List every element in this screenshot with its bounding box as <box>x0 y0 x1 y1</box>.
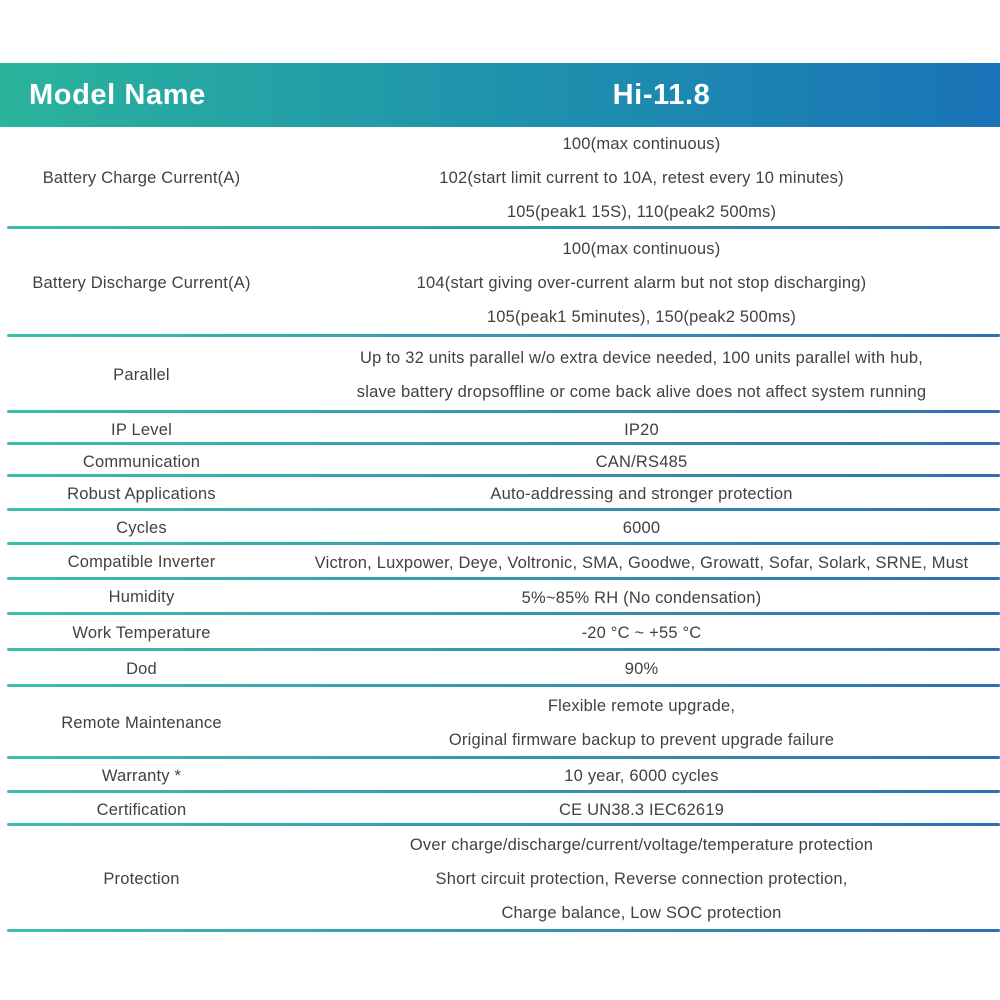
row-value: Over charge/discharge/current/voltage/te… <box>283 828 1000 930</box>
model-name-heading: Model Name <box>29 78 206 111</box>
row-value-line: Victron, Luxpower, Deye, Voltronic, SMA,… <box>314 553 969 572</box>
row-label: Battery Charge Current(A) <box>42 168 241 187</box>
row-value: Flexible remote upgrade, Original firmwa… <box>283 689 1000 757</box>
row-label: Protection <box>103 869 180 888</box>
row-value-line: 90% <box>624 660 659 678</box>
row-value-line: 100(max continuous) <box>562 135 721 153</box>
table-row-remote-maintenance: Remote Maintenance Flexible remote upgra… <box>0 687 1000 759</box>
row-label: Cycles <box>116 518 167 537</box>
row-value: 5%~85% RH (No condensation) <box>283 581 1000 615</box>
row-value: Victron, Luxpower, Deye, Voltronic, SMA,… <box>283 546 1000 580</box>
row-value-line: CE UN38.3 IEC62619 <box>558 801 725 819</box>
row-label: Compatible Inverter <box>67 553 216 571</box>
table-row-protection: Protection Over charge/discharge/current… <box>0 826 1000 932</box>
table-row-humidity: Humidity 5%~85% RH (No condensation) <box>0 580 1000 615</box>
table-row-dod: Dod 90% <box>0 651 1000 687</box>
row-value-line: slave battery dropsoffline or come back … <box>356 383 927 401</box>
row-value-line: IP20 <box>624 421 659 439</box>
row-value-line: 100(max continuous) <box>562 240 721 258</box>
table-row-robust-applications: Robust Applications Auto-addressing and … <box>0 477 1000 511</box>
table-row-compatible-inverter: Compatible Inverter Victron, Luxpower, D… <box>0 545 1000 580</box>
row-value-line: CAN/RS485 <box>595 453 688 471</box>
table-row-certification: Certification CE UN38.3 IEC62619 <box>0 793 1000 826</box>
row-label: IP Level <box>111 420 172 439</box>
table-row-communication: Communication CAN/RS485 <box>0 445 1000 477</box>
row-value: IP20 <box>283 413 1000 447</box>
row-value: 6000 <box>283 511 1000 545</box>
row-value-line: 10 year, 6000 cycles <box>564 767 719 785</box>
row-value-line: Original firmware backup to prevent upgr… <box>448 731 835 749</box>
table-row-ip-level: IP Level IP20 <box>0 413 1000 445</box>
row-value-line: 105(peak1 5minutes), 150(peak2 500ms) <box>486 308 797 326</box>
spec-table: Battery Charge Current(A) 100(max contin… <box>0 127 1000 932</box>
row-label: Robust Applications <box>67 484 216 503</box>
row-value-line: Over charge/discharge/current/voltage/te… <box>409 836 874 854</box>
row-value-line: -20 °C ~ +55 °C <box>581 624 702 642</box>
row-value: -20 °C ~ +55 °C <box>283 616 1000 650</box>
table-row-cycles: Cycles 6000 <box>0 511 1000 545</box>
row-label: Communication <box>82 452 201 471</box>
table-row-parallel: Parallel Up to 32 units parallel w/o ext… <box>0 337 1000 413</box>
table-row-work-temperature: Work Temperature -20 °C ~ +55 °C <box>0 615 1000 651</box>
model-name-value: Hi-11.8 <box>612 78 711 111</box>
row-value: Up to 32 units parallel w/o extra device… <box>283 341 1000 409</box>
row-value-line: Up to 32 units parallel w/o extra device… <box>360 349 923 367</box>
table-row-battery-discharge-current: Battery Discharge Current(A) 100(max con… <box>0 229 1000 337</box>
row-value-line: Flexible remote upgrade, <box>547 697 736 715</box>
table-row-battery-charge-current: Battery Charge Current(A) 100(max contin… <box>0 127 1000 229</box>
row-value: Auto-addressing and stronger protection <box>283 477 1000 511</box>
table-header: Model Name Hi-11.8 <box>0 63 1000 127</box>
row-label: Battery Discharge Current(A) <box>32 273 251 292</box>
row-value: 90% <box>283 652 1000 686</box>
row-value-line: 6000 <box>622 519 661 537</box>
row-value: 10 year, 6000 cycles <box>283 759 1000 793</box>
row-value-line: 105(peak1 15S), 110(peak2 500ms) <box>506 203 777 221</box>
table-row-warranty: Warranty * 10 year, 6000 cycles <box>0 759 1000 793</box>
row-value: 100(max continuous) 104(start giving ove… <box>283 232 1000 334</box>
row-label: Dod <box>126 659 157 678</box>
row-label: Certification <box>96 800 187 819</box>
row-value-line: Charge balance, Low SOC protection <box>501 904 782 922</box>
row-value-line: 5%~85% RH (No condensation) <box>521 588 762 607</box>
row-value: 100(max continuous) 102(start limit curr… <box>283 127 1000 229</box>
row-value: CAN/RS485 <box>283 445 1000 479</box>
row-value-line: 104(start giving over-current alarm but … <box>416 274 867 292</box>
row-label: Humidity <box>108 588 175 606</box>
row-label: Work Temperature <box>72 623 211 642</box>
row-value-line: Short circuit protection, Reverse connec… <box>435 870 848 888</box>
row-value: CE UN38.3 IEC62619 <box>283 793 1000 827</box>
row-label: Warranty * <box>101 766 182 785</box>
row-value-line: 102(start limit current to 10A, retest e… <box>439 169 844 187</box>
row-value-line: Auto-addressing and stronger protection <box>490 485 793 503</box>
row-label: Parallel <box>113 365 170 384</box>
row-label: Remote Maintenance <box>61 713 222 732</box>
